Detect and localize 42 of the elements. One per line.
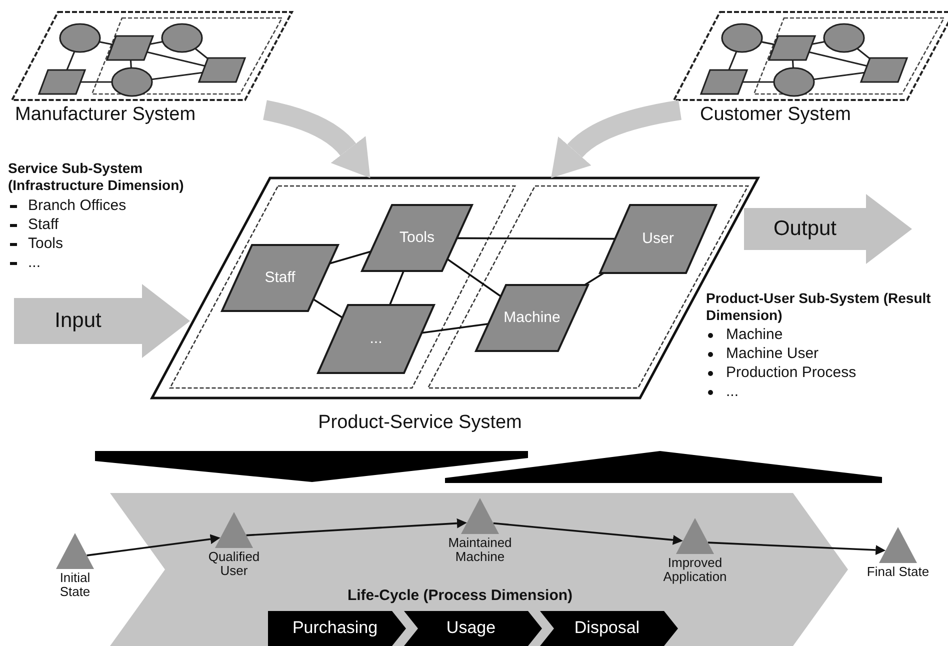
node-label: Final State [866, 565, 930, 580]
arrow [86, 534, 220, 556]
list-item: Branch Offices [28, 197, 126, 215]
node-label: User [641, 230, 675, 247]
connector-line [584, 272, 604, 286]
connector-line [312, 298, 343, 318]
arrow [493, 522, 683, 545]
list-item: ... [726, 383, 739, 401]
list-item: Machine [726, 326, 783, 344]
node-label: Maintained Machine [447, 536, 513, 565]
node-label: Purchasing [291, 618, 379, 638]
arrow [708, 542, 886, 555]
connector-line [456, 237, 616, 240]
list-item: Production Process [726, 364, 856, 382]
curved-arrow [262, 100, 372, 177]
curved-arrow [550, 100, 682, 177]
node-label: Manufacturer System [15, 104, 196, 126]
connector-line [329, 250, 372, 264]
arrow [246, 518, 467, 536]
node-label: Qualified User [207, 550, 261, 579]
node-label: Initial State [58, 571, 92, 600]
list-item: Staff [28, 216, 59, 234]
sub-system-heading: Product-User Sub-System (Result Dimension) [706, 290, 932, 324]
node-label: Product-Service System [317, 412, 523, 434]
node-label: Output [772, 217, 838, 241]
connector-line [446, 258, 502, 298]
node-label: Improved Application [662, 556, 728, 585]
connector-line [422, 322, 488, 334]
node-label: Disposal [573, 618, 641, 638]
node-label: Staff [264, 269, 296, 286]
list-item: ... [28, 254, 41, 272]
node-label: Machine [502, 309, 562, 326]
sub-system-heading: Service Sub-System (Infrastructure Dimension) [8, 160, 185, 194]
connector-line [388, 270, 404, 306]
list-item: Tools [28, 235, 64, 253]
node-label: Customer System [700, 104, 851, 126]
node-label: Input [54, 309, 102, 333]
node-label: ... [368, 330, 384, 347]
list-item: Machine User [726, 345, 819, 363]
node-label: Tools [398, 229, 436, 246]
node-label: Usage [445, 618, 497, 638]
node-label: Life-Cycle (Process Dimension) [346, 587, 574, 604]
